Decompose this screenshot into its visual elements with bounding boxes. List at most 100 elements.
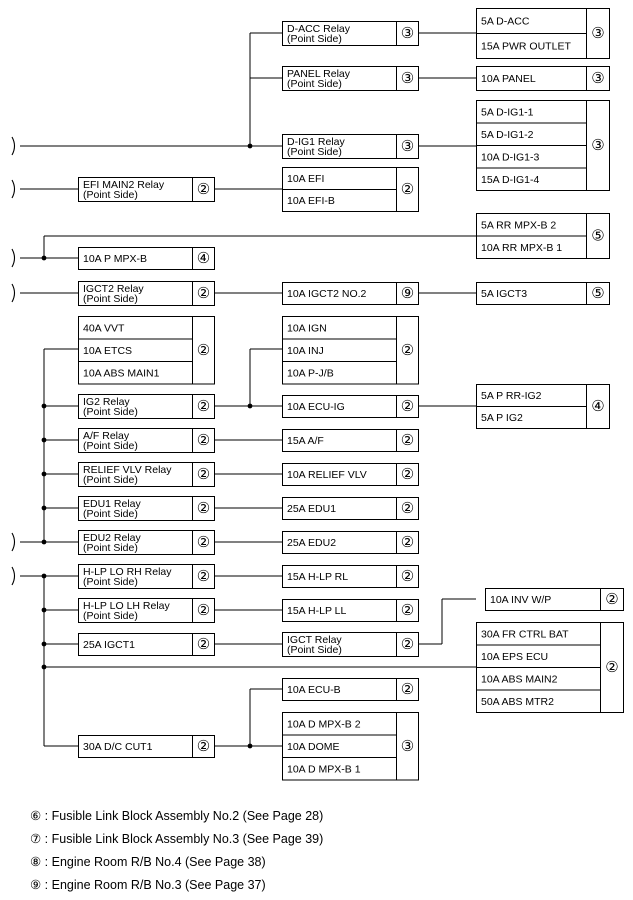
relief_fuse-fuse-box [282,463,419,486]
invwp-fuse-box [485,588,624,611]
legend-item-6: ⑥ : Fusible Link Block Assembly No.2 (Se… [30,809,324,823]
prrig2-location-badge: ④ [591,398,604,415]
rrmpx-location-badge: ⑤ [591,228,604,245]
efi_fuses-fuse-row: 10A EFI [287,173,324,185]
junction-dot [247,403,253,409]
dig1_fuses-fuse-row: 5A D-IG1-2 [481,129,534,141]
dacc_fuses-location-badge: ③ [591,25,604,42]
igct2no2-fuse-row: 10A IGCT2 NO.2 [287,288,367,300]
hlplh-relay-sublabel: (Point Side) [83,610,138,622]
prrig2-fuse-row: 5A P RR-IG2 [481,390,542,402]
relief_fuse-fuse-row: 10A RELIEF VLV [287,469,367,481]
af-location-badge: ② [197,432,210,449]
edu1_fuse-fuse-row: 25A EDU1 [287,503,336,515]
edu2-relay-label: EDU2 Relay [83,532,142,544]
vvt-fuse-row: 10A ABS MAIN1 [83,367,160,379]
hlplh-relay-box [78,598,215,623]
igct-relay-sublabel: (Point Side) [287,644,342,656]
ig2-relay-sublabel: (Point Side) [83,406,138,418]
dig1_fuses-fuse-row: 15A D-IG1-4 [481,174,540,186]
dacc-location-badge: ③ [401,25,414,42]
af_fuse-fuse-row: 15A A/F [287,435,324,447]
hlprh-relay-box [78,564,215,589]
panel-relay-label: PANEL Relay [287,68,351,80]
junction-dot [247,743,253,749]
dacc-relay-label: D-ACC Relay [287,23,351,35]
igct-location-badge: ② [401,636,414,653]
ecub-location-badge: ② [401,681,414,698]
ig2-relay-box [78,394,215,419]
hlplh-location-badge: ② [197,602,210,619]
dig1_fuses-fuse-row: 10A D-IG1-3 [481,151,540,163]
wire-break-icon [11,179,16,199]
edu2-relay-box [78,530,215,555]
hlprh-relay-sublabel: (Point Side) [83,576,138,588]
hlprl-fuse-row: 15A H-LP RL [287,571,348,583]
edu1-relay-box [78,496,215,521]
relief-relay-sublabel: (Point Side) [83,474,138,486]
vvt-fuse-row: 10A ETCS [83,345,132,357]
edu1_fuse-fuse-box [282,497,419,520]
wire-break-icon [11,136,16,156]
panel_fuse-location-badge: ③ [591,70,604,87]
dacc-relay-box [282,21,419,46]
invwp-fuse-row: 10A INV W/P [490,594,551,606]
ecub-fuse-box [282,678,419,701]
efi_fuses-fuse-row: 10A EFI-B [287,195,335,207]
hlplh-relay-label: H-LP LO LH Relay [83,600,171,612]
ecuig-location-badge: ② [401,398,414,415]
dmpx-fuse-row: 10A D MPX-B 2 [287,718,361,730]
af_fuse-location-badge: ② [401,432,414,449]
efi_fuses-location-badge: ② [401,181,414,198]
relief_fuse-location-badge: ② [401,466,414,483]
panel_fuse-fuse-box [476,66,610,91]
pmpx-location-badge: ④ [197,250,210,267]
frctrl-fuse-row: 50A ABS MTR2 [481,696,554,708]
panel_fuse-fuse-row: 10A PANEL [481,73,536,85]
vvt-fuse-row: 40A VVT [83,322,125,334]
pmpx-fuse-box [78,247,215,270]
panel-relay-sublabel: (Point Side) [287,78,342,90]
igct3-fuse-row: 5A IGCT3 [481,288,527,300]
dccut-fuse-row: 30A D/C CUT1 [83,741,153,753]
ign-fuse-box [282,316,419,385]
hlprh-relay-label: H-LP LO RH Relay [83,566,172,578]
rrmpx-fuse-row: 5A RR MPX-B 2 [481,219,556,231]
prrig2-fuse-row: 5A P IG2 [481,412,523,424]
igct3-fuse-box [476,282,610,305]
igct2-location-badge: ② [197,285,210,302]
af-relay-box [78,428,215,453]
legend-item-9: ⑨ : Engine Room R/B No.3 (See Page 37) [30,878,266,892]
edu2-relay-sublabel: (Point Side) [83,542,138,554]
ig2-relay-label: IG2 Relay [83,396,130,408]
dmpx-fuse-row: 10A DOME [287,741,340,753]
igct1-location-badge: ② [197,636,210,653]
legend-item-8: ⑧ : Engine Room R/B No.4 (See Page 38) [30,855,266,869]
ign-location-badge: ② [401,342,414,359]
edu1_fuse-location-badge: ② [401,500,414,517]
dacc_fuses-fuse-row: 15A PWR OUTLET [481,41,571,53]
dig1_fuses-fuse-row: 5A D-IG1-1 [481,106,534,118]
ign-fuse-row: 10A INJ [287,345,324,357]
hlprl-fuse-box [282,565,419,588]
frctrl-fuse-row: 10A ABS MAIN2 [481,673,558,685]
junction-dot [247,143,253,149]
igct2-relay-box [78,281,215,306]
igct2-relay-sublabel: (Point Side) [83,293,138,305]
frctrl-fuse-row: 30A FR CTRL BAT [481,628,569,640]
wire-break-icon [11,248,16,268]
hlpll-location-badge: ② [401,602,414,619]
legend-item-7: ⑦ : Fusible Link Block Assembly No.3 (Se… [30,832,324,846]
ign-fuse-row: 10A IGN [287,322,327,334]
dmpx-location-badge: ③ [401,738,414,755]
vvt-fuse-box [78,316,215,385]
hlprl-location-badge: ② [401,568,414,585]
edu2_fuse-fuse-box [282,531,419,554]
igct3-location-badge: ⑤ [591,285,604,302]
edu2_fuse-fuse-row: 25A EDU2 [287,537,336,549]
dacc_fuses-fuse-row: 5A D-ACC [481,16,530,28]
igct1-fuse-row: 25A IGCT1 [83,639,135,651]
rrmpx-fuse-row: 10A RR MPX-B 1 [481,242,562,254]
dig1-relay-sublabel: (Point Side) [287,146,342,158]
